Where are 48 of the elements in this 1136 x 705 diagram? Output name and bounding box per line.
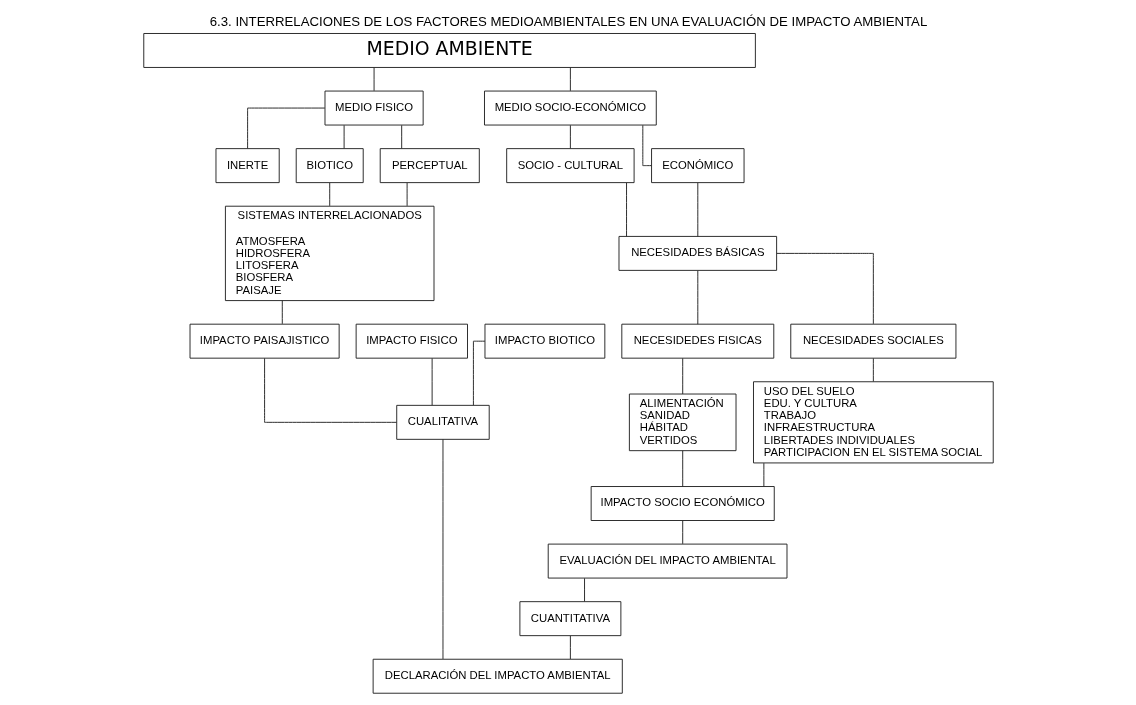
connector (641, 124, 652, 167)
connector (569, 124, 571, 149)
node-box: MEDIO SOCIO-ECONÓMICO (483, 90, 657, 126)
connector (681, 357, 683, 395)
node-box: PERCEPTUAL (379, 148, 480, 184)
node-box: SOCIO - CULTURAL (505, 148, 635, 184)
node-box: NECESIDADES BÁSICAS (618, 235, 777, 271)
connector (569, 635, 571, 660)
connector (696, 182, 698, 237)
connector (681, 520, 683, 545)
node-box: CUALITATIVA (395, 404, 490, 440)
connector (373, 67, 375, 92)
connector (246, 107, 325, 149)
node-box: CUANTITATIVA (518, 601, 621, 637)
connector (583, 577, 585, 602)
node-box: ECONÓMICO (650, 148, 744, 184)
connector (472, 340, 485, 406)
connector (762, 462, 764, 487)
node-box: BIOTICO (295, 148, 364, 184)
connector (431, 357, 433, 406)
node-box: IMPACTO PAISAJISTICO (189, 323, 340, 359)
connector (625, 182, 627, 237)
node-box: MEDIO FISICO (324, 90, 424, 126)
node-box: IMPACTO SOCIO ECONÓMICO (590, 486, 775, 521)
node-box: DECLARACIÓN DEL IMPACTO AMBIENTAL (372, 658, 623, 694)
node-box: ALIMENTACIÓN SANIDAD HÁBITAD VERTIDOS (628, 393, 736, 452)
node-box: MEDIO AMBIENTE (142, 33, 756, 68)
node-box: NECESIDADES SOCIALES (789, 323, 956, 359)
connector (263, 357, 397, 423)
connector (681, 450, 683, 487)
connector (400, 124, 402, 149)
node-box: USO DEL SUELO EDU. Y CULTURA TRABAJO INFRAESTRUCTURA LIBERTADES INDIVIDUALES PARTICIPACION EN EL SISTEMA SOCIAL (752, 381, 994, 464)
diagram-title: 6.3. INTERRELACIONES DE LOS FACTORES MEDIOAMBIENTALES EN UNA EVALUACIÓN DE IMPACTO AMBIENTAL (209, 14, 927, 30)
node-box: INERTE (215, 148, 280, 184)
connector (406, 182, 408, 207)
connector (696, 270, 698, 325)
node-box: IMPACTO BIOTICO (484, 323, 605, 359)
node-box: SISTEMAS INTERRELACIONADOS ATMOSFERA HIDROSFERA LITOSFERA BIOSFERA PAISAJE (224, 205, 434, 302)
node-box: NECESIDEDES FISICAS (620, 323, 774, 359)
node-box: EVALUACIÓN DEL IMPACTO AMBIENTAL (547, 543, 787, 579)
connector (328, 182, 330, 207)
connector (775, 252, 874, 325)
connector (872, 357, 874, 382)
connector (442, 438, 443, 660)
connector (569, 67, 571, 92)
node-box: IMPACTO FISICO (355, 323, 468, 359)
connector (281, 300, 283, 325)
connector (343, 124, 345, 149)
